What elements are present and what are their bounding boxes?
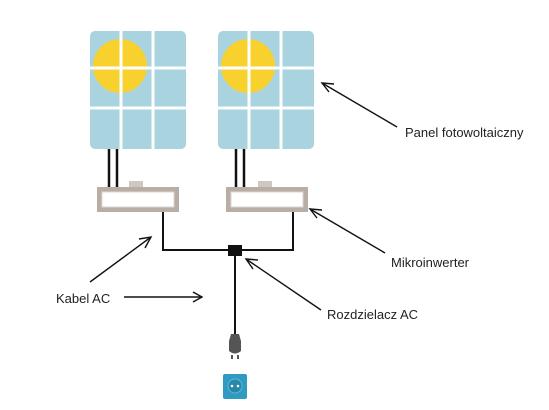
- arrow-to-cable: [124, 291, 204, 303]
- arrow-splitter: [244, 258, 322, 311]
- dc-leads: [107, 149, 246, 187]
- label-splitter: Rozdzielacz AC: [327, 307, 419, 322]
- label-panel: Panel fotowoltaiczny: [405, 125, 524, 140]
- solar-panel-left: [90, 31, 186, 149]
- plug-icon: [229, 334, 241, 359]
- microinverter-left: [97, 181, 179, 212]
- label-microinverter: Mikroinwerter: [391, 255, 470, 270]
- label-kabel-ac: Kabel AC: [56, 291, 111, 306]
- ac-splitter: [228, 245, 242, 256]
- arrow-microinverter: [308, 208, 386, 254]
- ac-wiring: [162, 212, 294, 334]
- outlet-icon: [223, 374, 247, 399]
- solar-panel-right: [218, 31, 314, 149]
- microinverter-right: [226, 181, 308, 212]
- arrow-panel: [320, 82, 398, 128]
- arrow-kabel-ac: [89, 236, 153, 283]
